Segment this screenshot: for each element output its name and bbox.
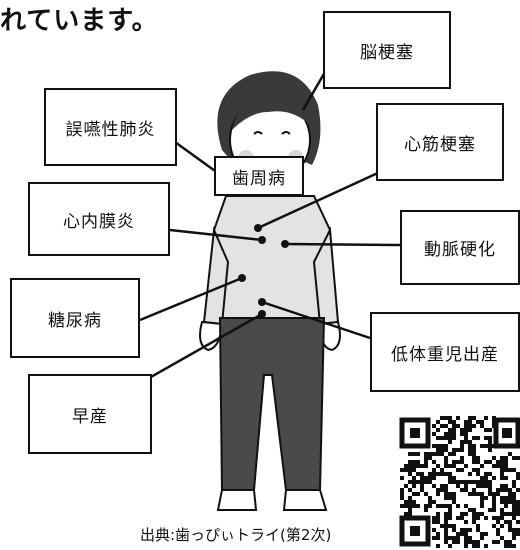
label-myocardial-infarction: 心筋梗塞 xyxy=(376,103,504,181)
source-credit: 出典:歯っぴぃトライ(第2次) xyxy=(140,526,332,544)
heading-fragment: れています。 xyxy=(0,6,159,36)
label-low-birth-weight: 低体重児出産 xyxy=(370,312,520,392)
pants xyxy=(218,317,326,491)
label-periodontal-disease: 歯周病 xyxy=(214,156,304,196)
label-endocarditis: 心内膜炎 xyxy=(28,182,170,256)
label-diabetes: 糖尿病 xyxy=(10,278,140,358)
qr-code-icon xyxy=(398,414,520,550)
label-aspiration-pneumonia: 誤嚥性肺炎 xyxy=(44,88,177,166)
hair xyxy=(217,71,321,165)
label-arteriosclerosis: 動脈硬化 xyxy=(400,210,520,285)
label-premature-birth: 早産 xyxy=(28,374,152,454)
label-brain-infarction: 脳梗塞 xyxy=(323,11,451,89)
